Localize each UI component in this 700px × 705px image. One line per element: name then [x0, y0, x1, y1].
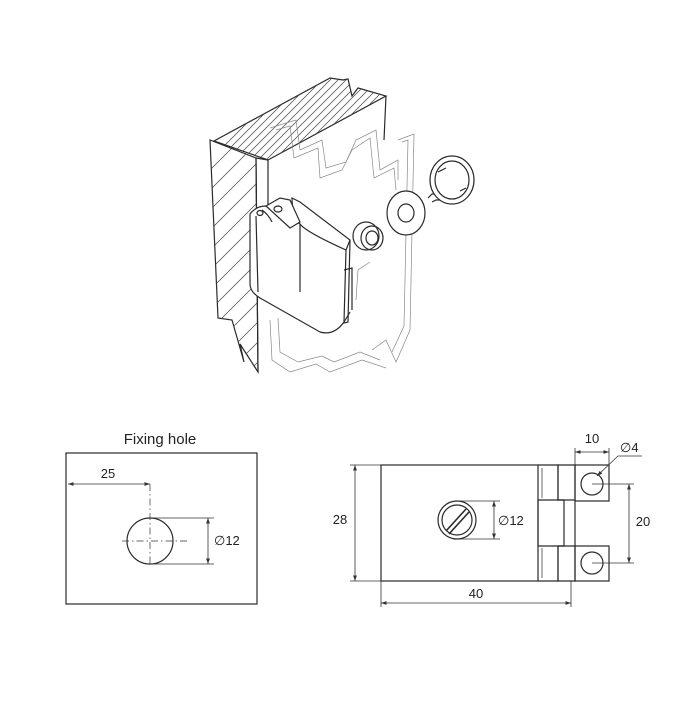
fixing-hole-title: Fixing hole — [124, 431, 197, 448]
lug-ear-bottom — [574, 545, 610, 582]
dim-knob-label: ∅12 — [498, 513, 524, 528]
lug-ear-top — [574, 464, 610, 502]
screw-slot-icon — [445, 508, 470, 535]
glass-panel — [65, 452, 258, 605]
lug-bridge — [558, 499, 565, 547]
lug-connector-bottom — [538, 545, 559, 582]
dim-spacing-label: 20 — [636, 514, 650, 529]
clip-body — [249, 197, 353, 334]
rubber-ring — [352, 221, 384, 251]
washer — [386, 190, 426, 236]
dim-offset-label: 25 — [101, 466, 115, 481]
knob-inner — [441, 504, 473, 536]
isometric-assembly — [209, 77, 475, 375]
fixing-hole-view: Fixing hole 25 ∅12 — [65, 431, 258, 605]
glass-panel-outline — [269, 119, 415, 373]
lug-connector-top — [538, 464, 559, 501]
lug-plate-bottom — [557, 545, 576, 582]
clip-dimension-view: ∅12 28 40 10 ∅4 20 — [333, 431, 650, 607]
dim-lughole-label: ∅4 — [620, 440, 639, 455]
dim-width-label: 40 — [469, 586, 483, 601]
dim-dia-label: ∅12 — [214, 533, 240, 548]
wall-top-face — [212, 77, 388, 161]
dim-height-label: 28 — [333, 512, 347, 527]
dim-lughole-leader — [596, 455, 619, 477]
dim-lug-label: 10 — [585, 431, 599, 446]
screw — [427, 155, 475, 205]
lug-plate-top — [557, 464, 576, 501]
